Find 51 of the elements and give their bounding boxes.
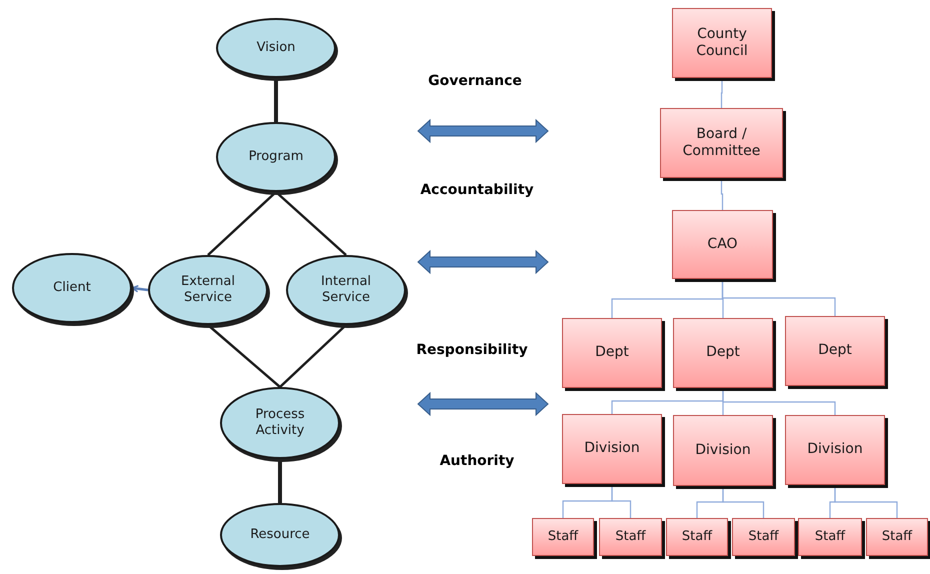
org-box: [798, 518, 862, 556]
level-label: Authority: [440, 453, 514, 469]
org-box: [666, 518, 728, 556]
connector-line: [720, 178, 724, 210]
node-label: Staff: [680, 528, 714, 546]
node-label: Staff: [747, 528, 780, 546]
node-label: Division: [694, 442, 752, 460]
node-label: Staff: [814, 528, 846, 546]
node-label: Staff: [614, 528, 647, 546]
connector-line: [720, 78, 723, 108]
node-label: Process Activity: [254, 406, 306, 440]
connector-line: [278, 459, 282, 503]
org-box: [732, 518, 795, 556]
node-label: Vision: [256, 40, 296, 56]
org-box: [673, 318, 773, 388]
node-label: Client: [52, 280, 92, 296]
org-box: [785, 415, 885, 485]
connector-line: [722, 388, 836, 415]
org-box: [599, 518, 662, 556]
connector-line: [722, 279, 836, 316]
org-box: [866, 518, 928, 556]
org-box: [562, 318, 662, 388]
node-label: CAO: [706, 236, 739, 254]
node-label: Program: [248, 148, 304, 166]
node-label: Staff: [880, 528, 914, 546]
org-box: [532, 518, 594, 556]
connector-line: [834, 485, 898, 518]
connector-line: [611, 484, 632, 518]
node-label: Dept: [594, 344, 630, 362]
connector-line: [274, 78, 278, 122]
node-label: Internal Service: [320, 274, 372, 306]
node-label: Dept: [817, 342, 853, 360]
level-label: Accountability: [420, 182, 534, 198]
org-box: [673, 415, 773, 486]
org-box: [785, 316, 885, 386]
org-box: [562, 414, 662, 484]
node-label: Division: [583, 440, 641, 458]
node-label: External Service: [180, 274, 236, 306]
level-label: Responsibility: [416, 342, 528, 358]
arrow: [131, 285, 148, 292]
node-label: Dept: [705, 344, 741, 362]
org-box: [672, 210, 773, 279]
node-label: Staff: [546, 528, 580, 546]
node-label: Board / Committee: [682, 126, 762, 160]
connector-line: [722, 486, 764, 518]
node-label: Division: [806, 441, 864, 459]
node-label: Resource: [249, 526, 311, 544]
org-box: [672, 8, 772, 78]
node-label: County Council: [695, 26, 749, 60]
org-box: [660, 108, 783, 178]
level-label: Governance: [428, 73, 522, 89]
